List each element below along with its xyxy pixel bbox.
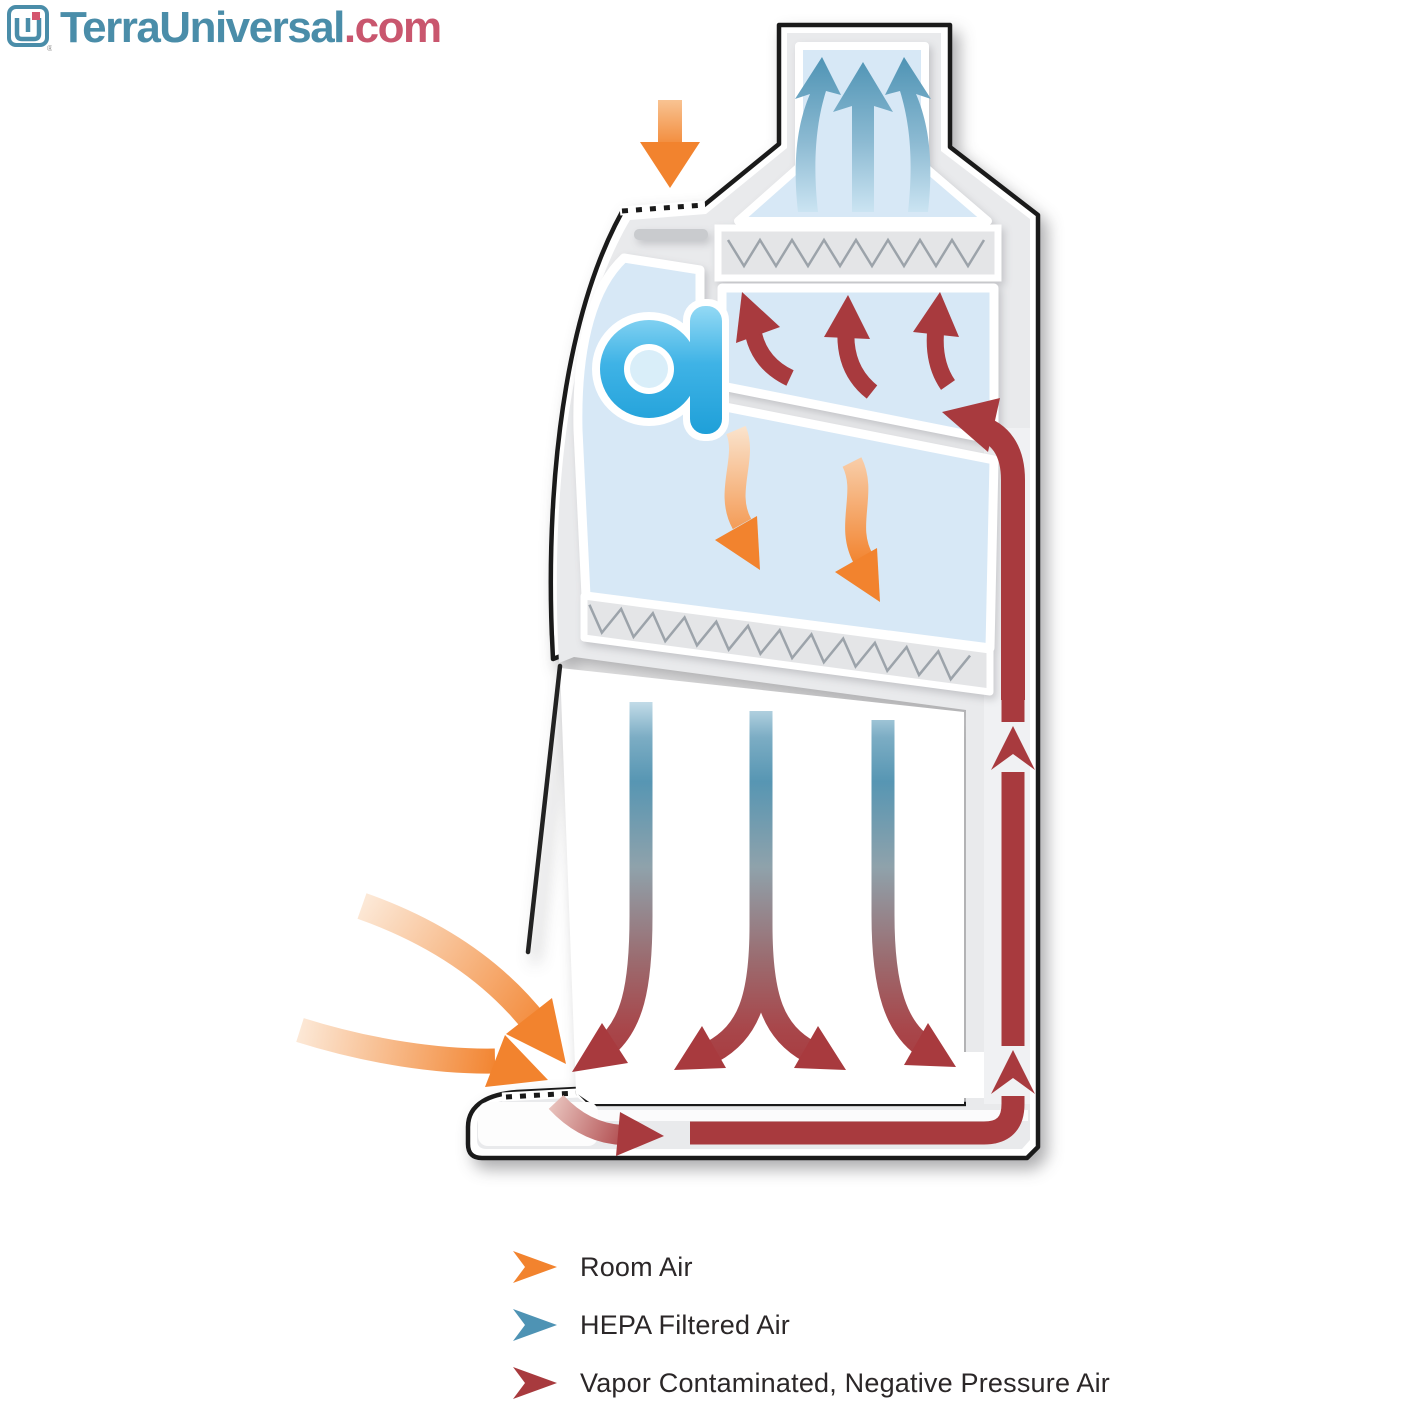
foil-capture-shaft [548,1094,623,1145]
contaminated-air-arrows [548,292,1035,1156]
worksurface-head-rear [904,1023,956,1067]
work-surface [594,1110,1028,1121]
hepa-filtered-air-arrow-icon [513,1309,557,1341]
worksurface-head-mid-right [794,1026,846,1070]
duct-entry-head [942,398,1000,452]
intake-edge-mask [619,200,706,216]
legend-item-room-air: Room Air [512,1248,1110,1286]
registered-mark: ® [47,44,52,52]
room-air-arrow-upper-head [506,998,566,1064]
legend-item-hepa-filtered-air: HEPA Filtered Air [512,1306,1110,1344]
worksurface-head-mid-left [674,1026,726,1070]
legend-label: Room Air [580,1251,693,1282]
downflow-columns [596,702,935,1063]
hepa-exhaust-arrows [795,57,931,212]
base-to-duct-shaft [690,1096,1025,1145]
site-logo: ® TerraUniversal.com [6,3,442,52]
airflow-legend: Room Air HEPA Filtered Air Vapor Contami… [512,1248,1110,1402]
legend-label: HEPA Filtered Air [580,1309,790,1340]
room-air-arrow-lower-head [485,1035,548,1087]
terra-universal-monogram-icon: ® [7,5,52,52]
sash [525,663,563,955]
exhaust-arrow-left [795,57,841,212]
legend-item-vapor-contaminated-air: Vapor Contaminated, Negative Pressure Ai… [512,1364,1110,1402]
plenum-wavy-arrow-2-head [835,548,880,602]
worksurface-head-front [572,1023,628,1072]
top-intake-arrow-shaft [658,100,682,148]
plenum-arrow-3-head [913,292,959,337]
front-grille-perforation [505,1090,577,1100]
top-intake-arrow-head [640,142,700,188]
supply-hepa-filter-media [588,604,972,682]
room-air-arrow-icon [513,1251,557,1283]
foil-capture-head [616,1112,664,1156]
downflow-column-front [596,702,653,1058]
plenum-arrow-2-head [824,295,870,339]
room-air-arrow-upper-shaft [357,893,548,1035]
blower-fan-icon [592,299,729,441]
legend-label: Vapor Contaminated, Negative Pressure Ai… [580,1367,1110,1398]
plenum-wavy-arrow-1-head [715,516,760,570]
contaminated-air-arrow-icon [513,1367,557,1399]
intake-vent-slot [634,229,708,240]
plenum-arrow-1-head [736,292,780,343]
plenum-wavy-arrow-1-shaft [724,425,752,530]
duct-chevron-lower [991,1050,1035,1094]
logo-brand-text: TerraUniversal [60,3,345,52]
room-air-arrow-lower-shaft [296,1018,496,1074]
exhaust-arrow-right [885,57,931,212]
exhaust-hepa-filter [714,224,1002,282]
rear-exhaust-port [956,1052,984,1098]
duct-chevron-upper [991,726,1035,770]
logo-tld-text: .com [343,3,442,52]
logo-wordmark: TerraUniversal.com [60,3,442,52]
exhaust-hepa-filter-media [726,237,986,269]
exhaust-arrow-center [833,62,893,212]
downflow-column-rear [871,720,935,1059]
plenum-wavy-arrow-2-shaft [842,457,874,566]
downflow-column-middle-right [749,924,816,1063]
contaminated-air-paths [548,292,1035,1156]
room-air-arrows [296,100,880,1087]
